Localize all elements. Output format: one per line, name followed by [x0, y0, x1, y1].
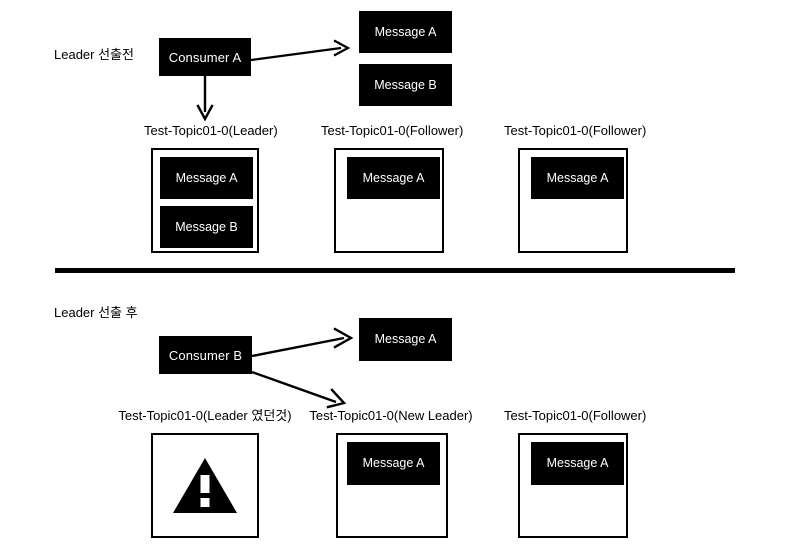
- consumer-b-node[interactable]: Consumer B: [159, 336, 252, 374]
- consumed-message-top-0: Message A: [359, 11, 452, 53]
- top-partition-0-message-1-label: Message B: [175, 219, 238, 234]
- consumed-message-bottom-0: Message A: [359, 318, 452, 361]
- consumed-message-top-1: Message B: [359, 64, 452, 106]
- consumer-a-label: Consumer A: [168, 49, 242, 65]
- arrow-consumer-b-to-new-leader: [251, 370, 347, 409]
- top-partition-0-message-1: Message B: [160, 206, 253, 248]
- bottom-partition-1-message-0: Message A: [347, 442, 440, 485]
- bottom-partition-0-container: [151, 433, 259, 538]
- consumer-a-node[interactable]: Consumer A: [159, 38, 251, 76]
- arrow-consumer-a-to-messages: [250, 39, 351, 62]
- top-partition-0-message-0-label: Message A: [175, 170, 238, 185]
- top-section-caption: Leader 선출전: [54, 47, 134, 62]
- top-partition-0-label: Test-Topic01-0(Leader): [144, 123, 278, 138]
- consumed-message-top-1-label: Message B: [374, 77, 437, 92]
- bottom-partition-1-label: Test-Topic01-0(New Leader): [309, 408, 473, 423]
- bottom-partition-1-message-0-label: Message A: [362, 456, 425, 471]
- top-partition-1-message-0: Message A: [347, 157, 440, 199]
- top-partition-2-message-0-label: Message A: [546, 170, 609, 185]
- bottom-partition-2-message-0: Message A: [531, 442, 624, 485]
- section-divider: [55, 268, 735, 273]
- consumer-b-label: Consumer B: [168, 347, 243, 363]
- bottom-partition-2-container: Message A: [518, 433, 628, 538]
- arrow-consumer-b-to-message: [251, 327, 354, 358]
- warning-triangle-icon: [173, 457, 237, 513]
- bottom-section-caption: Leader 선출 후: [54, 305, 138, 320]
- top-partition-2-container: Message A: [518, 148, 628, 253]
- consumed-message-top-0-label: Message A: [374, 24, 437, 39]
- bottom-partition-2-label: Test-Topic01-0(Follower): [504, 408, 647, 423]
- top-partition-2-message-0: Message A: [531, 157, 624, 199]
- bottom-partition-2-message-0-label: Message A: [546, 456, 609, 471]
- top-partition-1-message-0-label: Message A: [362, 170, 425, 185]
- arrow-consumer-a-to-leader-partition: [196, 76, 214, 122]
- top-partition-0-container: Message A Message B: [151, 148, 259, 253]
- top-partition-1-container: Message A: [334, 148, 444, 253]
- top-partition-1-label: Test-Topic01-0(Follower): [321, 123, 464, 138]
- top-partition-0-message-0: Message A: [160, 157, 253, 199]
- top-partition-2-label: Test-Topic01-0(Follower): [504, 123, 647, 138]
- bottom-partition-0-label: Test-Topic01-0(Leader 였던것): [118, 408, 292, 423]
- consumed-message-bottom-0-label: Message A: [374, 332, 437, 347]
- bottom-partition-1-container: Message A: [336, 433, 448, 538]
